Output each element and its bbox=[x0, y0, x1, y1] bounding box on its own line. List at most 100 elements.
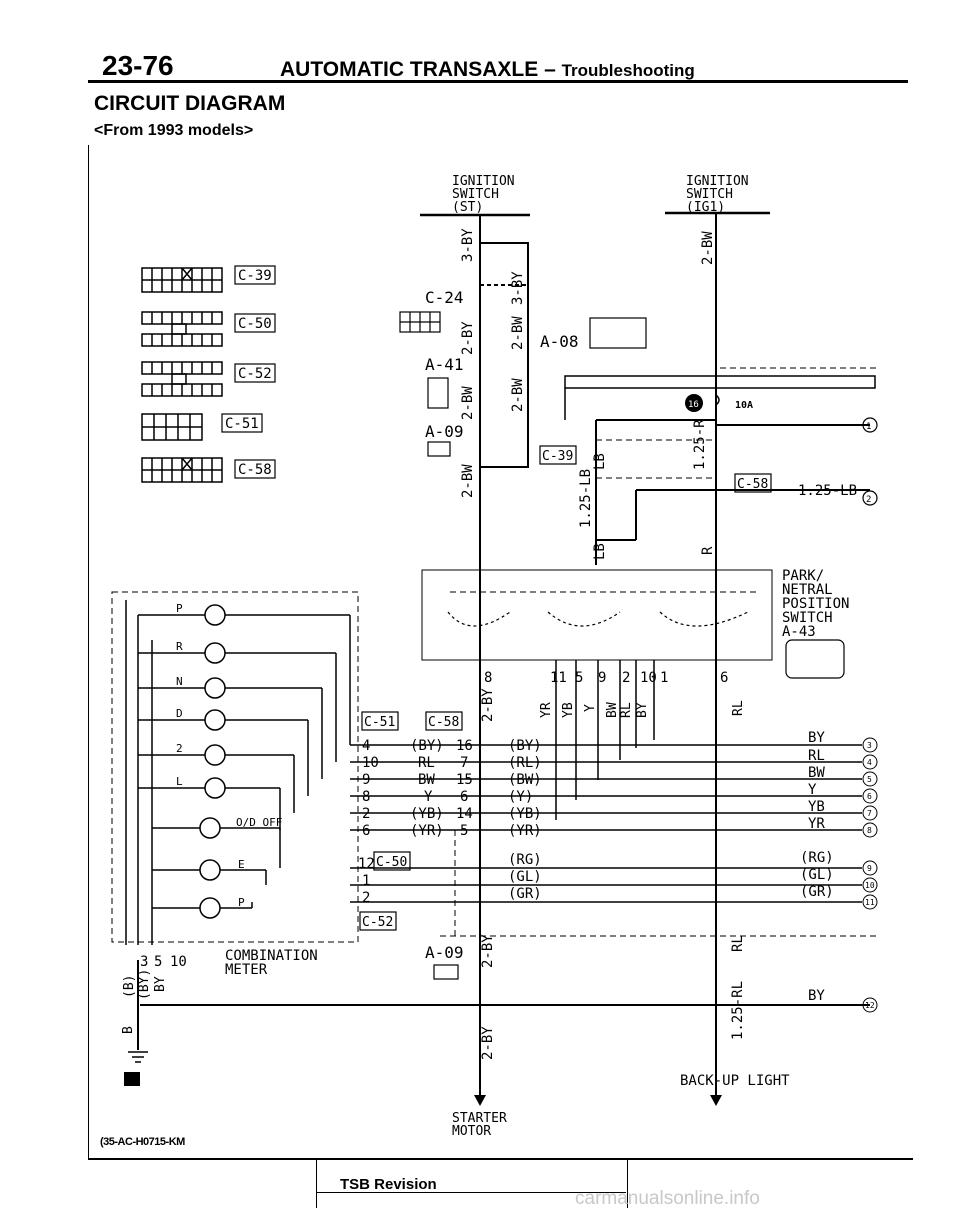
output-number: 5 bbox=[867, 775, 872, 784]
meter-pin: 5 bbox=[154, 954, 162, 970]
label-c50: C-50 bbox=[238, 316, 272, 332]
output-2-number: 2 bbox=[866, 495, 871, 505]
label-c52-mid: C-52 bbox=[362, 915, 393, 930]
switch-wire: RL bbox=[619, 702, 634, 718]
main-wires bbox=[137, 213, 870, 1100]
output-wire: (GL) bbox=[800, 867, 834, 883]
output-wire: BY bbox=[808, 988, 825, 1004]
row-pin-c: 16 bbox=[456, 738, 473, 754]
label-c50-mid: C-50 bbox=[376, 855, 407, 870]
right-output-labels: BY RL BW Y YB YR (RG) (GL) (GR) BY bbox=[800, 730, 834, 1004]
row-pin-c: 6 bbox=[460, 789, 468, 805]
header-rule bbox=[88, 80, 908, 83]
row-wire-d: (BY) bbox=[508, 738, 542, 754]
switch-pin: 8 bbox=[484, 670, 492, 686]
signal-rows bbox=[350, 744, 862, 903]
wire-2by-2: 2-BY bbox=[480, 934, 496, 968]
c51-mid-box bbox=[361, 711, 399, 731]
page-number: 23-76 bbox=[102, 50, 174, 81]
switch-pin: 5 bbox=[575, 670, 583, 686]
switch-wire: RL bbox=[731, 700, 746, 716]
title-dash: – bbox=[544, 58, 556, 81]
ig1-bus bbox=[564, 375, 876, 389]
switch-pin: 9 bbox=[598, 670, 606, 686]
connector-face-c52 bbox=[141, 361, 223, 397]
mid-row-labels: 4 (BY) 16 (BY) 10 RL 7 (RL) 9 BW 15 (BW)… bbox=[362, 738, 542, 839]
switch-pin: 6 bbox=[720, 670, 728, 686]
switch-pin: 1 bbox=[660, 670, 668, 686]
label-a41: A-41 bbox=[425, 355, 464, 374]
starter-label-2: MOTOR bbox=[452, 1124, 491, 1139]
wire-2bw-ig1: 2-BW bbox=[700, 231, 716, 265]
figure-code: (35-AC-H0715-KM bbox=[100, 1136, 185, 1148]
starter-arrow-icon bbox=[474, 1095, 486, 1106]
ground-badge-icon bbox=[124, 1072, 140, 1086]
lamp-label: E bbox=[238, 858, 245, 871]
row-wire-b: (YB) bbox=[410, 806, 444, 822]
park-label-1: PARK/ bbox=[782, 568, 824, 584]
row-wire-b: (YR) bbox=[410, 823, 444, 839]
output-number: 8 bbox=[867, 826, 872, 835]
park-label-4: SWITCH bbox=[782, 610, 833, 626]
output-number: 3 bbox=[867, 741, 872, 750]
switch-leads bbox=[555, 660, 655, 820]
wire-2by-3: 2-BY bbox=[480, 1026, 496, 1060]
row-wire-b: BW bbox=[418, 772, 435, 788]
output-1-marker bbox=[862, 417, 878, 433]
output-2-marker bbox=[862, 490, 878, 506]
output-number: 6 bbox=[867, 792, 872, 801]
c50-row-labels: 12 (RG) 1 (GL) 2 (GR) bbox=[358, 852, 542, 906]
output-wire: RL bbox=[808, 748, 825, 764]
output-wire: (GR) bbox=[800, 884, 834, 900]
wire-2bw-3: 2-BW bbox=[510, 378, 526, 412]
wire-r: R bbox=[700, 546, 716, 555]
meter-pin: 3 bbox=[140, 954, 148, 970]
ign-st-line3: (ST) bbox=[452, 200, 483, 215]
output-number: 9 bbox=[867, 864, 872, 873]
row-wire-d: (BW) bbox=[508, 772, 542, 788]
fuse-icon bbox=[715, 394, 720, 406]
row-wire-d: (YR) bbox=[508, 823, 542, 839]
row-pin-a: 8 bbox=[362, 789, 370, 805]
wire-3by-2: 3-BY bbox=[510, 271, 526, 305]
label-c39: C-39 bbox=[238, 268, 272, 284]
row-pin-a: 6 bbox=[362, 823, 370, 839]
a08-face bbox=[589, 317, 647, 349]
meter-pin: 10 bbox=[170, 954, 187, 970]
park-label-2: NETRAL bbox=[782, 582, 833, 598]
meter-wire: BY bbox=[153, 976, 168, 992]
c50-pin: 2 bbox=[362, 890, 370, 906]
label-c51-mid: C-51 bbox=[364, 715, 395, 730]
c58-mid-box bbox=[734, 473, 772, 493]
c50-mid-box bbox=[373, 851, 411, 871]
ign-st-line1: IGNITION bbox=[452, 174, 515, 189]
lamp-label: N bbox=[176, 675, 183, 688]
switch-wire: BW bbox=[605, 702, 620, 718]
wire-125rl: 1.25-RL bbox=[730, 981, 746, 1040]
label-a09-top: A-09 bbox=[425, 422, 464, 441]
lamp-label: L bbox=[176, 775, 183, 788]
frame-left-rule bbox=[88, 145, 89, 1160]
output-wire: Y bbox=[808, 782, 817, 798]
label-c24: C-24 bbox=[425, 288, 464, 307]
fuse-amp: 10A bbox=[735, 400, 753, 411]
label-c58-lower: C-58 bbox=[428, 715, 459, 730]
switch-pin: 10 bbox=[640, 670, 657, 686]
row-wire-d: (YB) bbox=[508, 806, 542, 822]
switch-wires: YR YB Y BW RL BY RL bbox=[539, 700, 746, 718]
label-a09-bottom: A-09 bbox=[425, 943, 464, 962]
switch-wire: YB bbox=[561, 702, 576, 718]
switch-wire: BY bbox=[635, 702, 650, 718]
ign-ig1-line1: IGNITION bbox=[686, 174, 749, 189]
wire-2bw-2: 2-BW bbox=[460, 386, 476, 420]
backup-label: BACK-UP LIGHT bbox=[680, 1073, 790, 1089]
row-pin-c: 5 bbox=[460, 823, 468, 839]
tsb-label: TSB Revision bbox=[340, 1176, 437, 1193]
connector-face-c51 bbox=[141, 413, 203, 441]
label-c58-mid: C-58 bbox=[737, 477, 768, 492]
wire-2by-4: 2-BY bbox=[480, 688, 496, 722]
tsb-box bbox=[316, 1160, 628, 1208]
switch-pin: 11 bbox=[550, 670, 567, 686]
lamp-label: 2 bbox=[176, 742, 183, 755]
c24-face bbox=[399, 311, 441, 333]
